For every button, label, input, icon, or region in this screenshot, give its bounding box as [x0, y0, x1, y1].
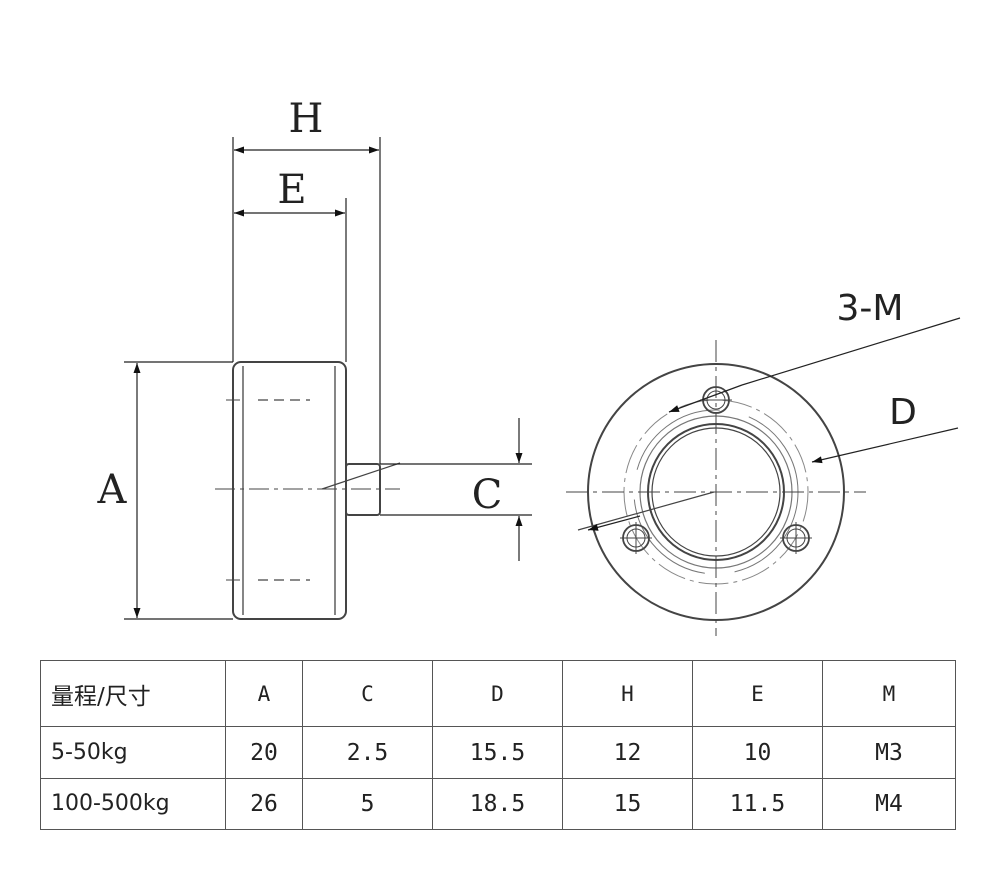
front-view — [566, 340, 866, 636]
table-row: 100-500kg 26 5 18.5 15 11.5 M4 — [40, 777, 956, 831]
header-cell-H: H — [562, 659, 693, 728]
header-cell-C: C — [302, 659, 433, 728]
header-cell-M: M — [822, 659, 956, 728]
header-cell-range-size: 量程/尺寸 — [40, 659, 226, 728]
row-value-H: 12 — [562, 726, 693, 779]
row-value-D: 18.5 — [432, 777, 563, 831]
header-cell-D: D — [432, 659, 563, 728]
spec-table: 量程/尺寸 A C D H E M 5-50kg 20 2.5 15.5 12 … — [40, 659, 956, 831]
row-value-C: 5 — [302, 777, 433, 831]
header-cell-A: A — [225, 659, 303, 728]
label-A: A — [97, 467, 128, 513]
label-H: H — [289, 96, 324, 142]
leader-lines — [587, 317, 961, 531]
technical-drawing: H E A C — [97, 96, 961, 636]
label-D: D — [889, 392, 917, 433]
row-value-D: 15.5 — [432, 726, 563, 779]
row-value-A: 26 — [225, 777, 303, 831]
side-view-body — [232, 361, 347, 620]
side-view — [215, 361, 401, 620]
row-value-E: 10 — [692, 726, 823, 779]
row-value-C: 2.5 — [302, 726, 433, 779]
row-value-E: 11.5 — [692, 777, 823, 831]
label-C: C — [472, 472, 503, 518]
label-E: E — [277, 167, 306, 213]
table-row: 5-50kg 20 2.5 15.5 12 10 M3 — [40, 726, 956, 779]
row-value-H: 15 — [562, 777, 693, 831]
row-value-M: M4 — [822, 777, 956, 831]
row-value-A: 20 — [225, 726, 303, 779]
row-range: 100-500kg — [40, 777, 226, 831]
row-range: 5-50kg — [40, 726, 226, 779]
label-3-M: 3-M — [837, 288, 904, 329]
dimension-lines — [124, 137, 532, 620]
table-header-row: 量程/尺寸 A C D H E M — [40, 659, 956, 728]
row-value-M: M3 — [822, 726, 956, 779]
header-cell-E: E — [692, 659, 823, 728]
